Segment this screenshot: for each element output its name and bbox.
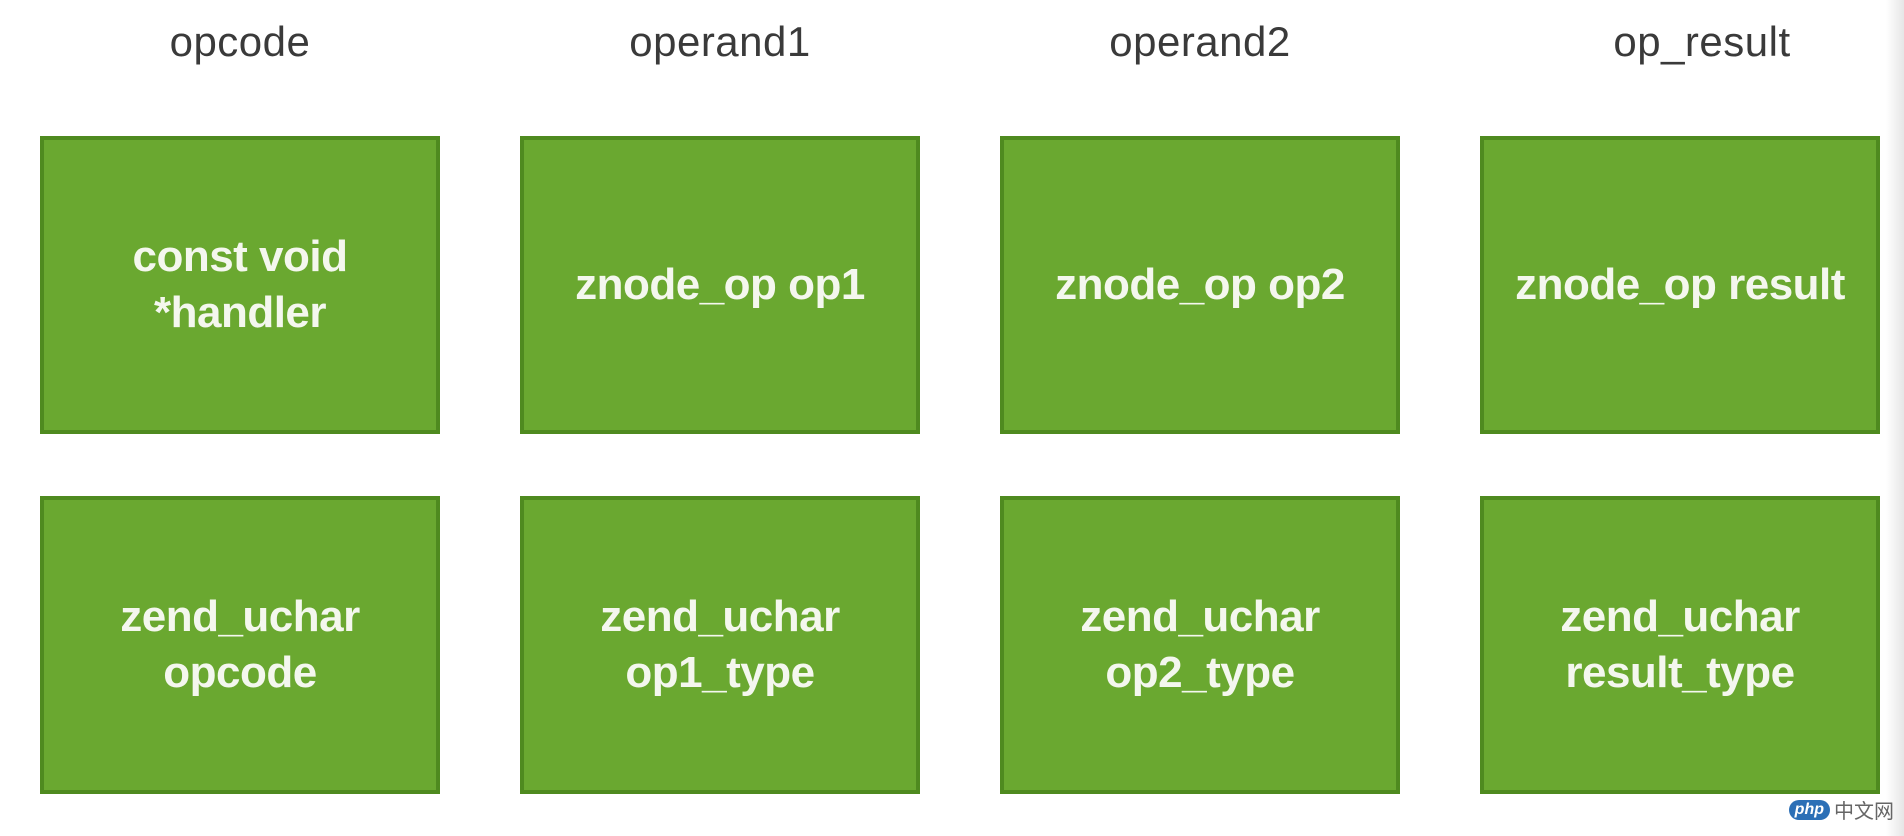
handler-box: const void *handler: [40, 136, 440, 434]
op1-box: znode_op op1: [520, 136, 920, 434]
opcode-type-box: zend_uchar opcode: [40, 496, 440, 794]
watermark-text: 中文网: [1834, 801, 1894, 823]
column-header-operand2: operand2: [1109, 18, 1291, 65]
column-header-operand1: operand1: [629, 18, 811, 65]
op1-label: znode_op op1: [575, 260, 865, 309]
opcode-type-label: zend_uchar opcode: [120, 592, 360, 697]
op2-box: znode_op op2: [1000, 136, 1400, 434]
result-type-box: zend_uchar result_type: [1480, 496, 1880, 794]
op2-type-label: zend_uchar op2_type: [1080, 592, 1320, 697]
result-type-label: zend_uchar result_type: [1560, 592, 1800, 697]
op1-type-box: zend_uchar op1_type: [520, 496, 920, 794]
column-header-opcode: opcode: [169, 18, 311, 65]
watermark-badge: php: [1788, 799, 1830, 820]
watermark: php 中文网: [1788, 795, 1894, 824]
handler-label: const void *handler: [132, 232, 348, 337]
result-label: znode_op result: [1515, 260, 1845, 309]
column-header-op-result: op_result: [1613, 18, 1791, 65]
op2-type-box: zend_uchar op2_type: [1000, 496, 1400, 794]
op1-type-label: zend_uchar op1_type: [600, 592, 840, 697]
page-edge-shadow: [1886, 0, 1904, 836]
op2-label: znode_op op2: [1055, 260, 1345, 309]
result-box: znode_op result: [1480, 136, 1880, 434]
